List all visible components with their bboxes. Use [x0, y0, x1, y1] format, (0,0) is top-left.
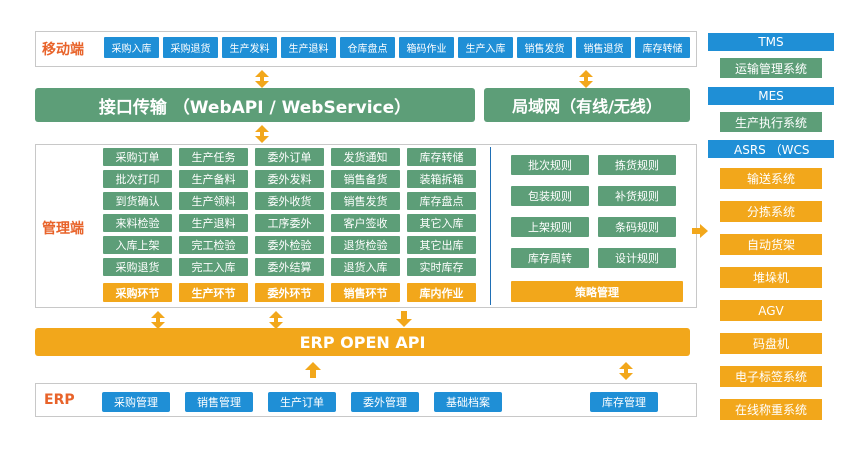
strategy-rule[interactable]: 包装规则	[511, 186, 589, 206]
erp-item[interactable]: 基础档案	[434, 392, 502, 412]
management-stage-label: 生产环节	[179, 283, 248, 302]
management-stage-label: 销售环节	[331, 283, 400, 302]
management-item[interactable]: 工序委外	[255, 214, 324, 232]
management-item[interactable]: 销售备货	[331, 170, 400, 188]
mobile-item[interactable]: 销售发货	[517, 37, 572, 58]
strategy-rule[interactable]: 库存周转	[511, 248, 589, 268]
mobile-label: 移动端	[42, 42, 84, 58]
management-divider	[490, 147, 491, 305]
mobile-item[interactable]: 仓库盘点	[340, 37, 395, 58]
mobile-item[interactable]: 箱码作业	[399, 37, 454, 58]
strategy-rule[interactable]: 上架规则	[511, 217, 589, 237]
management-item[interactable]: 客户签收	[331, 214, 400, 232]
mes-desc: 生产执行系统	[720, 112, 822, 132]
erp-open-api-bar: ERP OPEN API	[35, 328, 690, 356]
up-arrow-icon	[305, 362, 321, 378]
management-item[interactable]: 退货检验	[331, 236, 400, 254]
tms-desc: 运输管理系统	[720, 58, 822, 78]
double-arrow-icon	[269, 311, 283, 329]
management-stage-label: 委外环节	[255, 283, 324, 302]
management-item[interactable]: 委外收货	[255, 192, 324, 210]
erp-label: ERP	[44, 392, 75, 408]
management-item[interactable]: 批次打印	[103, 170, 172, 188]
management-item[interactable]: 实时库存	[407, 258, 476, 276]
mobile-item[interactable]: 采购退货	[163, 37, 218, 58]
management-item[interactable]: 来料检验	[103, 214, 172, 232]
erp-item[interactable]: 采购管理	[102, 392, 170, 412]
asrs-system: 码盘机	[720, 333, 822, 354]
tms-header: TMS	[708, 33, 834, 51]
management-item[interactable]: 生产领料	[179, 192, 248, 210]
asrs-system: 自动货架	[720, 234, 822, 255]
mobile-item[interactable]: 销售退货	[576, 37, 631, 58]
management-item[interactable]: 采购订单	[103, 148, 172, 166]
double-arrow-icon	[255, 70, 269, 88]
management-stage-label: 采购环节	[103, 283, 172, 302]
management-item[interactable]: 其它出库	[407, 236, 476, 254]
double-arrow-icon	[151, 311, 165, 329]
management-item[interactable]: 委外结算	[255, 258, 324, 276]
double-arrow-icon	[255, 125, 269, 143]
mobile-item[interactable]: 采购入库	[104, 37, 159, 58]
erp-item[interactable]: 生产订单	[268, 392, 336, 412]
strategy-rule[interactable]: 批次规则	[511, 155, 589, 175]
asrs-system: 输送系统	[720, 168, 822, 189]
management-stage-label: 库内作业	[407, 283, 476, 302]
mobile-item[interactable]: 生产退料	[281, 37, 336, 58]
management-item[interactable]: 退货入库	[331, 258, 400, 276]
management-item[interactable]: 生产备料	[179, 170, 248, 188]
right-arrow-icon	[692, 224, 708, 238]
mobile-item[interactable]: 库存转储	[635, 37, 690, 58]
mobile-item[interactable]: 生产发料	[222, 37, 277, 58]
strategy-rule[interactable]: 条码规则	[598, 217, 676, 237]
asrs-system: 堆垛机	[720, 267, 822, 288]
management-item[interactable]: 委外订单	[255, 148, 324, 166]
management-item[interactable]: 生产任务	[179, 148, 248, 166]
mes-header: MES	[708, 87, 834, 105]
interface-bar: 接口传输 （WebAPI / WebService）	[35, 88, 475, 122]
management-item[interactable]: 到货确认	[103, 192, 172, 210]
management-item[interactable]: 完工入库	[179, 258, 248, 276]
mobile-item[interactable]: 生产入库	[458, 37, 513, 58]
erp-item-inventory[interactable]: 库存管理	[590, 392, 658, 412]
double-arrow-icon	[579, 70, 593, 88]
erp-item[interactable]: 委外管理	[351, 392, 419, 412]
asrs-system: 分拣系统	[720, 201, 822, 222]
management-item[interactable]: 销售发货	[331, 192, 400, 210]
management-label: 管理端	[42, 221, 84, 237]
management-item[interactable]: 委外发料	[255, 170, 324, 188]
management-item[interactable]: 委外检验	[255, 236, 324, 254]
management-item[interactable]: 发货通知	[331, 148, 400, 166]
management-item[interactable]: 库存盘点	[407, 192, 476, 210]
strategy-rule[interactable]: 设计规则	[598, 248, 676, 268]
strategy-rule[interactable]: 拣货规则	[598, 155, 676, 175]
asrs-system: 电子标签系统	[720, 366, 822, 387]
management-item[interactable]: 其它入库	[407, 214, 476, 232]
management-item[interactable]: 装箱拆箱	[407, 170, 476, 188]
strategy-rule[interactable]: 补货规则	[598, 186, 676, 206]
lan-bar: 局域网（有线/无线）	[484, 88, 690, 122]
management-item[interactable]: 生产退料	[179, 214, 248, 232]
management-item[interactable]: 采购退货	[103, 258, 172, 276]
asrs-header: ASRS （WCS	[708, 140, 834, 158]
management-item[interactable]: 完工检验	[179, 236, 248, 254]
down-arrow-icon	[396, 311, 412, 327]
asrs-system: AGV	[720, 300, 822, 321]
management-item[interactable]: 入库上架	[103, 236, 172, 254]
strategy-label: 策略管理	[511, 281, 683, 302]
asrs-system: 在线称重系统	[720, 399, 822, 420]
management-item[interactable]: 库存转储	[407, 148, 476, 166]
double-arrow-icon	[619, 362, 633, 380]
erp-item[interactable]: 销售管理	[185, 392, 253, 412]
